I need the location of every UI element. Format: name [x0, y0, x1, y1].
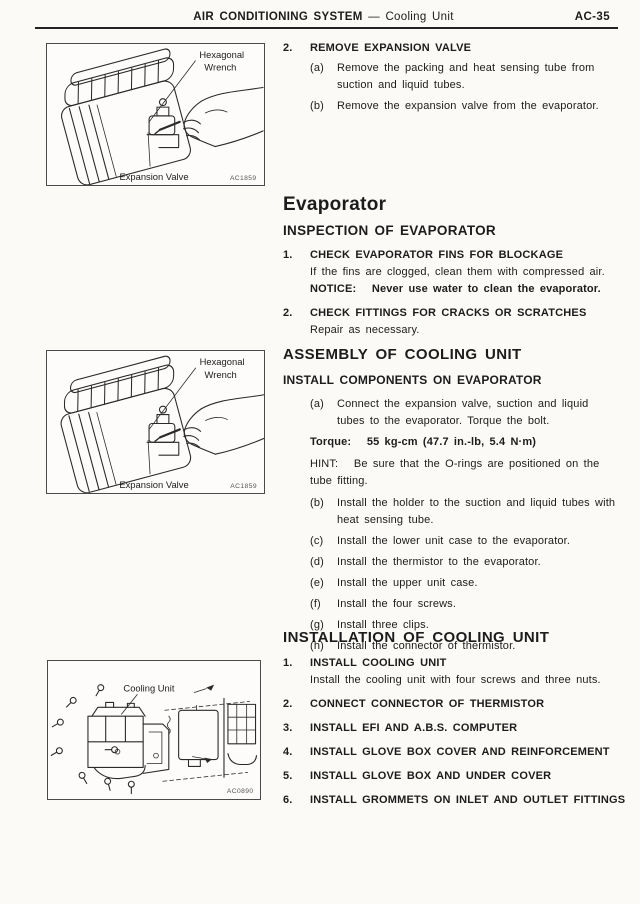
section-title: Evaporator: [283, 194, 387, 215]
item-text: Install the upper unit case.: [337, 577, 478, 589]
figure-code: AC0890: [227, 788, 254, 795]
item-text: Install the holder to the suction and li…: [337, 497, 616, 526]
item-text: Install the connector of thermistor.: [337, 640, 516, 652]
section-assembly-cooling-unit: ASSEMBLY OF COOLING UNIT INSTALL COMPONE…: [283, 346, 617, 659]
torque-value: 55 kg-cm (47.7 in.-lb, 5.4 N·m): [366, 436, 537, 448]
figure-expansion-valve-install: [46, 350, 265, 494]
header-rule: [35, 27, 618, 29]
subsection-heading: INSTALL COMPONENTS ON EVAPORATOR: [283, 373, 542, 387]
item-label: (b): [310, 497, 324, 509]
step-heading: INSTALL EFI AND A.B.S. COMPUTER: [310, 722, 518, 734]
step-heading: CHECK FITTINGS FOR CRACKS OR SCRATCHES: [310, 307, 587, 319]
step-number: 6.: [283, 794, 293, 806]
item-label: (e): [310, 577, 324, 589]
notice-label: NOTICE:: [310, 283, 357, 295]
evaporator-illustration: [47, 351, 264, 493]
subsection-heading: INSPECTION OF EVAPORATOR: [283, 223, 496, 238]
step-heading: INSTALL COOLING UNIT: [310, 657, 447, 669]
list-item: (d) Install the thermistor to the evapor…: [310, 554, 617, 571]
step-body: If the fins are clogged, clean them with…: [310, 266, 605, 278]
section-heading: INSTALLATION OF COOLING UNIT: [283, 629, 550, 646]
list-item: (h) Install the connector of thermistor.: [310, 638, 617, 655]
notice-text: Never use water to clean the evaporator.: [371, 283, 601, 295]
step-number: 2.: [283, 698, 293, 710]
step-heading: INSTALL GLOVE BOX COVER AND REINFORCEMEN…: [310, 746, 610, 758]
label-cooling-unit: Cooling Unit: [123, 684, 174, 694]
list-item: (b) Install the holder to the suction an…: [310, 495, 617, 529]
step-heading: CONNECT CONNECTOR OF THERMISTOR: [310, 698, 545, 710]
step-number: 1.: [283, 249, 293, 261]
page-header: AIR CONDITIONING SYSTEM — Cooling Unit A…: [35, 11, 612, 27]
list-item: (b) Remove the expansion valve from the …: [310, 98, 617, 115]
figure-expansion-valve-removal: Hexagonal Wrench Expansion Valve AC1859: [46, 43, 265, 186]
cooling-unit-illustration: Cooling Unit AC0890: [50, 684, 258, 795]
step-heading: INSTALL GLOVE BOX AND UNDER COVER: [310, 770, 552, 782]
item-label: (b): [310, 100, 324, 112]
item-text: Install the four screws.: [337, 598, 457, 610]
step-number: 4.: [283, 746, 293, 758]
item-label: (h): [310, 640, 324, 652]
list-item: (a) Remove the packing and heat sensing …: [310, 60, 617, 94]
section-evaporator-inspection: Evaporator INSPECTION OF EVAPORATOR 1. C…: [283, 194, 617, 346]
step-number: 1.: [283, 657, 293, 669]
item-label: (a): [310, 62, 324, 74]
step-heading: INSTALL GROMMETS ON INLET AND OUTLET FIT…: [310, 794, 626, 806]
list-item: (g) Install three clips.: [310, 617, 617, 634]
step-heading: CHECK EVAPORATOR FINS FOR BLOCKAGE: [310, 249, 564, 261]
list-item: (c) Install the lower unit case to the e…: [310, 533, 617, 550]
list-item: (e) Install the upper unit case.: [310, 575, 617, 592]
item-label: (g): [310, 619, 324, 631]
item-label: (f): [310, 598, 321, 610]
page-number: AC-35: [574, 11, 610, 23]
page-header-title: AIR CONDITIONING SYSTEM — Cooling Unit: [35, 11, 612, 23]
figure-cooling-unit-install: Cooling Unit AC0890: [47, 660, 261, 800]
step-number: 2.: [283, 42, 293, 54]
item-text: Remove the expansion valve from the evap…: [337, 100, 599, 112]
item-label: (c): [310, 535, 324, 547]
step-body: Install the cooling unit with four screw…: [310, 674, 601, 686]
step-body: Repair as necessary.: [310, 324, 420, 336]
list-item: (f) Install the four screws.: [310, 596, 617, 613]
hint-label: HINT:: [310, 458, 339, 470]
step-heading: REMOVE EXPANSION VALVE: [310, 42, 472, 54]
section-heading: ASSEMBLY OF COOLING UNIT: [283, 346, 522, 363]
hint-line: HINT: Be sure that the O-rings are posit…: [310, 456, 617, 490]
step-number: 2.: [283, 307, 293, 319]
step-number: 5.: [283, 770, 293, 782]
header-section-title: — Cooling Unit: [368, 11, 454, 23]
torque-spec: Torque: 55 kg-cm (47.7 in.-lb, 5.4 N·m): [310, 434, 617, 451]
item-label: (d): [310, 556, 324, 568]
step-number: 3.: [283, 722, 293, 734]
item-text: Install the lower unit case to the evapo…: [337, 535, 571, 547]
section-remove-expansion-valve: 2. REMOVE EXPANSION VALVE (a) Remove the…: [283, 40, 617, 122]
notice-line: NOTICE: Never use water to clean the eva…: [310, 281, 617, 298]
item-text: Install three clips.: [337, 619, 429, 631]
section-installation-cooling-unit: INSTALLATION OF COOLING UNIT 1. INSTALL …: [283, 629, 625, 816]
item-text: Connect the expansion valve, suction and…: [337, 398, 589, 427]
header-system-title: AIR CONDITIONING SYSTEM: [193, 11, 363, 23]
hint-text: Be sure that the O-rings are positioned …: [310, 458, 600, 487]
item-text: Remove the packing and heat sensing tube…: [337, 62, 595, 91]
evaporator-illustration: Hexagonal Wrench Expansion Valve AC1859: [47, 44, 264, 185]
item-text: Install the thermistor to the evaporator…: [337, 556, 541, 568]
item-label: (a): [310, 398, 324, 410]
torque-label: Torque:: [310, 436, 352, 448]
list-item: (a) Connect the expansion valve, suction…: [310, 396, 617, 430]
